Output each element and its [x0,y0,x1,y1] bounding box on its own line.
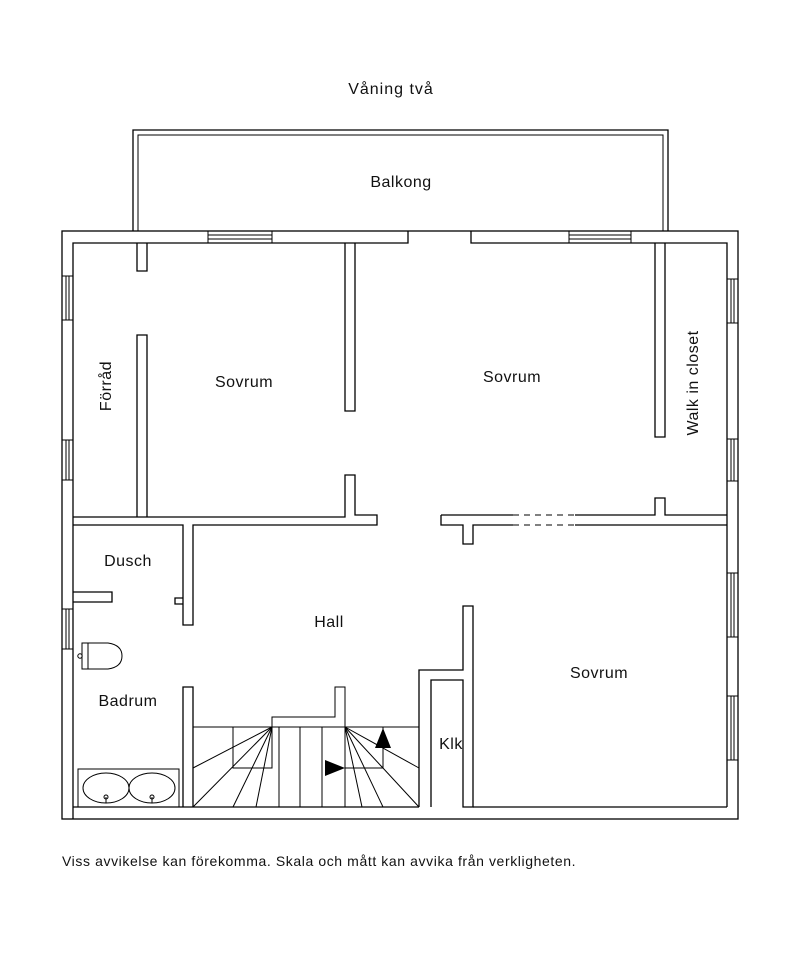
window-left-3 [61,608,74,650]
window-left-1 [61,275,74,321]
room-label-sovrum-left: Sovrum [215,374,273,391]
stair-arrow-right-icon [325,760,345,776]
stair-arrow-up-icon [375,728,391,748]
room-label-walk-in-closet: Walk in closet [685,330,702,435]
disclaimer-note: Viss avvikelse kan förekomma. Skala och … [62,853,576,869]
room-label-hall: Hall [314,614,344,631]
window-top-left [207,230,273,244]
window-right-1 [726,278,739,324]
room-label-balkong: Balkong [370,174,431,191]
room-label-klk: Klk [439,736,463,753]
window-right-4 [726,695,739,761]
plan-title: Våning två [348,80,434,98]
window-right-3 [726,572,739,638]
room-label-badrum: Badrum [98,693,157,710]
room-label-sovrum-right: Sovrum [570,665,628,682]
double-sink-icon [77,768,180,808]
windows [61,230,739,761]
room-label-dusch: Dusch [104,553,152,570]
room-label-sovrum-center: Sovrum [483,369,541,386]
window-top-right [568,230,632,244]
balcony [132,129,669,231]
interior-walls [73,243,727,808]
staircase [192,686,420,808]
toilet-icon [77,642,123,670]
window-right-2 [726,438,739,482]
room-label-forrad: Förråd [97,361,115,411]
window-left-2 [61,439,74,481]
